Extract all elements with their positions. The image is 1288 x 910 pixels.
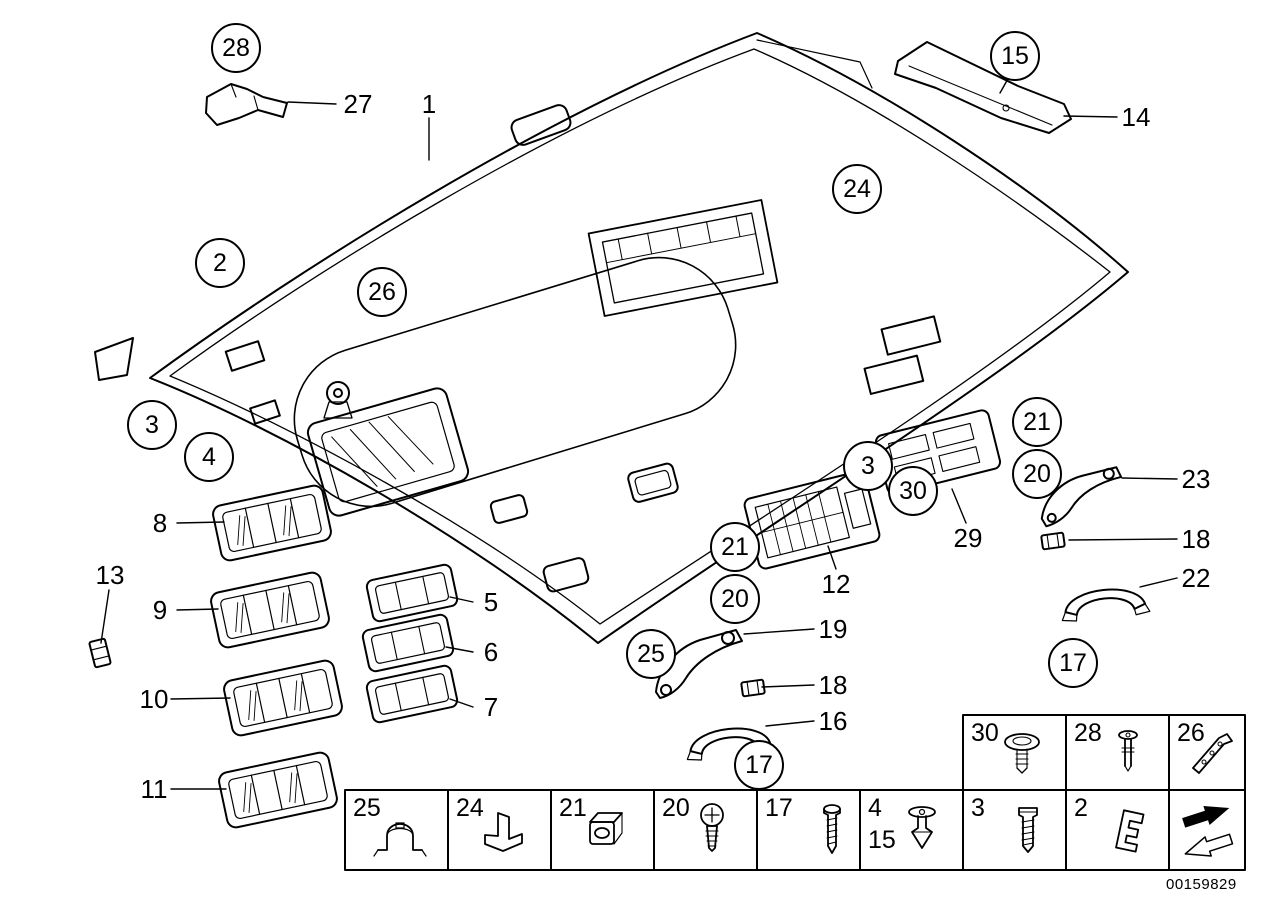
long-screw-icon bbox=[823, 804, 841, 854]
callout-20-b[interactable]: 20 bbox=[710, 574, 760, 624]
trim-strip-icon bbox=[1192, 733, 1233, 774]
legend-label-25[interactable]: 25 bbox=[353, 794, 381, 822]
handle-cutouts bbox=[489, 462, 679, 593]
callout-26[interactable]: 26 bbox=[357, 267, 407, 317]
legend-label-2[interactable]: 2 bbox=[1074, 794, 1088, 822]
rivet-13 bbox=[88, 637, 112, 669]
callout-19[interactable]: 19 bbox=[818, 614, 848, 644]
clips-18 bbox=[740, 531, 1066, 698]
callout-21-a[interactable]: 21 bbox=[1012, 397, 1062, 447]
callout-4[interactable]: 4 bbox=[184, 432, 234, 482]
callout-25[interactable]: 25 bbox=[626, 629, 676, 679]
callout-1[interactable]: 1 bbox=[421, 89, 437, 119]
callout-28[interactable]: 28 bbox=[211, 23, 261, 73]
callout-17-a[interactable]: 17 bbox=[734, 740, 784, 790]
direction-arrow-icon bbox=[1182, 805, 1234, 857]
callout-14[interactable]: 14 bbox=[1121, 102, 1151, 132]
legend-label-24[interactable]: 24 bbox=[456, 794, 484, 822]
callout-23[interactable]: 23 bbox=[1181, 464, 1211, 494]
callout-16[interactable]: 16 bbox=[818, 706, 848, 736]
pan-screw-icon bbox=[1018, 807, 1038, 853]
callout-29[interactable]: 29 bbox=[953, 523, 983, 553]
plastic-rivet-icon bbox=[1004, 733, 1040, 774]
legend-label-28[interactable]: 28 bbox=[1074, 719, 1102, 747]
angle-bracket-icon bbox=[484, 812, 523, 852]
headliner-panel bbox=[94, 32, 1129, 644]
callout-18-b[interactable]: 18 bbox=[818, 670, 848, 700]
console-recess bbox=[306, 387, 470, 517]
clamp-icon bbox=[373, 822, 427, 857]
expanding-rivet-icon bbox=[1118, 730, 1138, 772]
callout-9[interactable]: 9 bbox=[152, 595, 168, 625]
legend-label-4[interactable]: 4 bbox=[868, 794, 882, 822]
callout-20-a[interactable]: 20 bbox=[1012, 449, 1062, 499]
trim-strip-14 bbox=[894, 41, 1072, 134]
legend-label-3[interactable]: 3 bbox=[971, 794, 985, 822]
callout-2[interactable]: 2 bbox=[195, 238, 245, 288]
document-number: 00159829 bbox=[1166, 876, 1237, 893]
callout-18-a[interactable]: 18 bbox=[1181, 524, 1211, 554]
callout-3-b[interactable]: 3 bbox=[843, 441, 893, 491]
expansion-rivet-icon bbox=[908, 806, 936, 849]
callout-22[interactable]: 22 bbox=[1181, 563, 1211, 593]
leader-lines bbox=[100, 76, 1178, 790]
callout-6[interactable]: 6 bbox=[483, 637, 499, 667]
legend-grid bbox=[344, 714, 1246, 871]
screw-icon bbox=[700, 803, 724, 852]
legend-label-20[interactable]: 20 bbox=[662, 794, 690, 822]
callout-21-b[interactable]: 21 bbox=[710, 522, 760, 572]
legend-label-17[interactable]: 17 bbox=[765, 794, 793, 822]
callout-12[interactable]: 12 bbox=[821, 569, 851, 599]
bracket-27 bbox=[205, 83, 288, 126]
legend-label-26[interactable]: 26 bbox=[1177, 719, 1205, 747]
cage-nut-icon bbox=[589, 812, 623, 845]
legend-label-30[interactable]: 30 bbox=[971, 719, 999, 747]
callout-3-a[interactable]: 3 bbox=[127, 400, 177, 450]
spring-clip-icon bbox=[1115, 809, 1145, 853]
callout-10[interactable]: 10 bbox=[139, 684, 169, 714]
legend-label-15[interactable]: 15 bbox=[868, 826, 896, 854]
callout-15[interactable]: 15 bbox=[990, 31, 1040, 81]
rear-lamp-cutouts bbox=[863, 315, 942, 395]
sunroof-opening bbox=[587, 199, 779, 317]
callout-5[interactable]: 5 bbox=[483, 587, 499, 617]
callout-7[interactable]: 7 bbox=[483, 692, 499, 722]
callout-17-b[interactable]: 17 bbox=[1048, 638, 1098, 688]
callout-8[interactable]: 8 bbox=[152, 508, 168, 538]
callout-24[interactable]: 24 bbox=[832, 164, 882, 214]
mirror-mount bbox=[323, 381, 353, 419]
callout-11[interactable]: 11 bbox=[140, 774, 168, 804]
callout-13[interactable]: 13 bbox=[95, 560, 125, 590]
overhead-units bbox=[208, 482, 460, 831]
bracket-23 bbox=[1040, 466, 1123, 528]
callout-27[interactable]: 27 bbox=[343, 89, 373, 119]
legend-label-21[interactable]: 21 bbox=[559, 794, 587, 822]
callout-30[interactable]: 30 bbox=[888, 466, 938, 516]
